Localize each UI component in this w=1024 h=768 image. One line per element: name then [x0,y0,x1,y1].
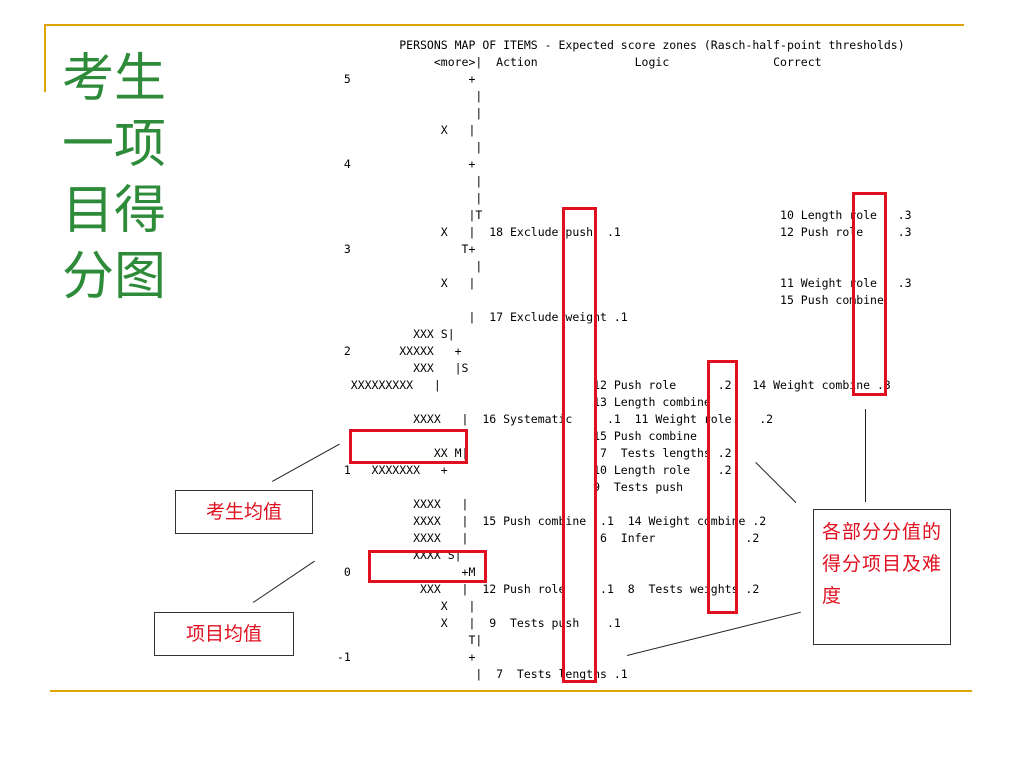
map-line: |T 10 Length role .3 [330,208,912,222]
map-line: | [330,106,483,120]
map-line: 3 T+ [330,242,476,256]
map-line: | [330,89,483,103]
map-line: | [330,259,483,273]
map-line: 13 Length combine [330,395,711,409]
map-line: X | 11 Weight role .3 [330,276,912,290]
map-line: 0 +M [330,565,476,579]
map-line: | [330,174,483,188]
map-line: PERSONS MAP OF ITEMS - Expected score zo… [330,38,905,52]
map-line: XXX |S [330,361,469,375]
map-line: XXX S| [330,327,455,341]
map-line: XXXXXXXXX | 12 Push role .2 14 Weight co… [330,378,891,392]
left-rule [44,24,46,92]
map-line: XXXX | 6 Infer .2 [330,531,760,545]
map-line: | 17 Exclude weight .1 [330,310,628,324]
map-line: XX M| 7 Tests lengths .2 [330,446,732,460]
correct-zone-leader [865,409,866,502]
map-line: XXX | 12 Push role .1 8 Tests weights .2 [330,582,760,596]
map-line: X | [330,123,476,137]
map-line: 2 XXXXX + [330,344,462,358]
person-mean-box [349,429,468,464]
map-line: | 7 Tests lengths .1 [330,667,628,681]
correct-column-box [852,192,887,396]
map-line: 4 + [330,157,476,171]
map-line: XXXX | 15 Push combine .1 14 Weight comb… [330,514,767,528]
item-mean-leader [253,560,315,603]
map-line: 15 Push combine [330,293,884,307]
map-line: | [330,140,483,154]
map-line: -1 + [330,650,476,664]
map-line: XXXX | 16 Systematic .1 11 Weight role .… [330,412,774,426]
person-mean-label: 考生均值 [175,490,313,534]
map-line: | [330,191,483,205]
item-mean-box [368,550,487,583]
map-line: X | [330,599,476,613]
title-line-1: 考生 [62,49,167,109]
action-column-box [562,207,597,683]
item-mean-label: 项目均值 [154,612,294,656]
top-rule [44,24,964,26]
title-line-2: 一项 [62,115,167,175]
map-line: 5 + [330,72,476,86]
map-line: X | 9 Tests push .1 [330,616,621,630]
title-line-3: 目得 [62,181,167,241]
slide-title: 考生 一项 目得 分图 [62,46,192,310]
title-line-4: 分图 [62,247,167,307]
map-line: 9 Tests push [330,480,684,494]
bottom-rule [50,690,972,692]
map-line: 15 Push combine [330,429,697,443]
map-line: <more>| Action Logic Correct [330,55,822,69]
logic-column-box [707,360,738,614]
persons-item-map: PERSONS MAP OF ITEMS - Expected score zo… [330,37,912,683]
map-line: XXXX | [330,497,469,511]
score-zones-label: 各部分分值的得分项目及难度 [813,509,951,645]
map-line: X | 18 Exclude push .1 12 Push role .3 [330,225,912,239]
map-line: T| [330,633,483,647]
map-line: 1 XXXXXXX + 10 Length role .2 [330,463,732,477]
